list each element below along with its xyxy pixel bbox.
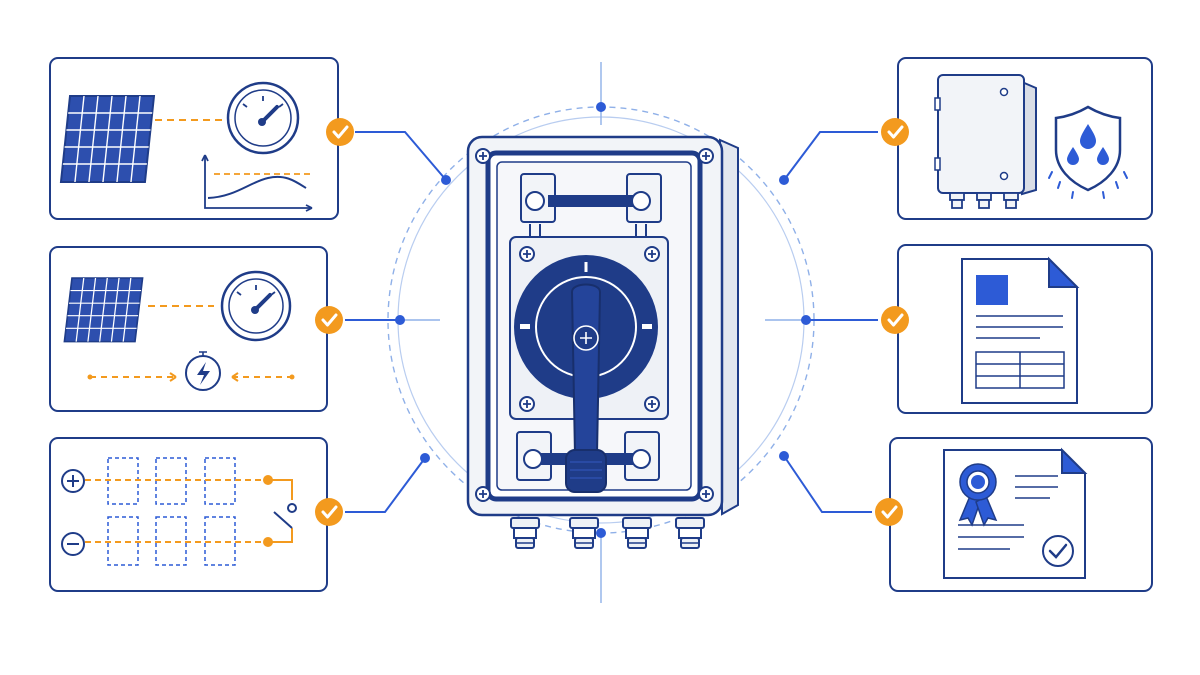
minus-terminal-icon (61, 532, 85, 556)
cable-gland-icon (569, 517, 599, 549)
panel-current-rating (49, 246, 345, 412)
rotary-handle-icon[interactable] (565, 283, 607, 493)
top-terminal (520, 173, 662, 238)
bottom-terminal (516, 431, 660, 481)
panel-certification (873, 437, 1153, 592)
check-icon (324, 116, 356, 148)
check-icon (313, 304, 345, 336)
panel-string-configuration (49, 437, 345, 592)
panel-datasheet (879, 244, 1153, 414)
connector-dots (395, 175, 811, 463)
document-icon (961, 256, 1080, 404)
solar-panel-icon (59, 95, 155, 183)
screw-icon (698, 486, 714, 502)
dc-isolator-switch (466, 135, 739, 549)
screw-icon (698, 148, 714, 164)
enclosure-box-icon (934, 74, 1037, 209)
screw-icon (644, 396, 660, 412)
plus-terminal-icon (61, 469, 85, 493)
check-icon (879, 304, 911, 336)
gauge-icon (220, 270, 292, 342)
check-icon (873, 496, 905, 528)
screw-icon (644, 246, 660, 262)
water-shield-icon (1048, 105, 1128, 199)
check-icon (879, 116, 911, 148)
cable-gland-icon (675, 517, 705, 549)
gauge-icon (226, 81, 300, 155)
cable-gland-icon (510, 517, 540, 549)
ribbon-icon (958, 463, 998, 527)
cable-gland-icon (622, 517, 652, 549)
screw-icon (475, 486, 491, 502)
screw-icon (519, 396, 535, 412)
switch-icon (268, 479, 297, 543)
lightning-icon (185, 351, 221, 391)
connector-lines (345, 131, 878, 513)
screw-icon (519, 246, 535, 262)
check-icon (313, 496, 345, 528)
solar-panel-icon (63, 277, 144, 343)
panel-enclosure-protection (879, 57, 1153, 220)
panel-max-voltage-rating (49, 57, 356, 220)
screw-icon (475, 148, 491, 164)
curve-graph-icon (201, 154, 313, 212)
